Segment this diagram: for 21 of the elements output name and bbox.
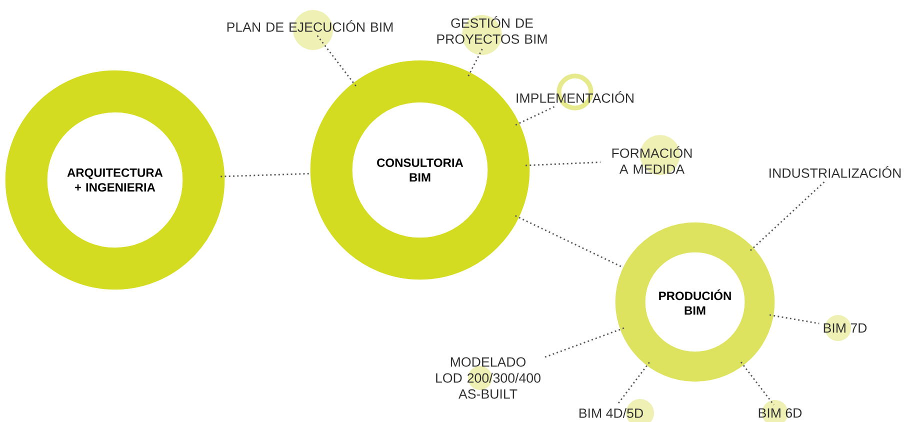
service-label: FORMACIÓN A MEDIDA	[612, 135, 692, 175]
dotted-connector	[468, 46, 484, 76]
dotted-connector	[740, 362, 774, 406]
service-label: BIM 4D/5D	[580, 399, 654, 422]
dotted-connector	[514, 215, 622, 268]
service-label: PLAN DE EJECUCIÓN BIM	[227, 10, 393, 50]
dotted-connector	[316, 34, 356, 86]
dotted-connector	[769, 314, 820, 324]
service-label: GESTIÓN DE PROYECTOS BIM	[437, 15, 547, 55]
dotted-connector	[526, 162, 600, 166]
service-label: MODELADO LOD 200/300/400 AS-BUILT	[436, 357, 540, 399]
dotted-connector	[750, 180, 826, 252]
dotted-connector	[544, 327, 624, 358]
dotted-connector	[220, 172, 310, 178]
service-label: BIM 7D	[824, 314, 867, 342]
dotted-connector	[515, 105, 557, 126]
dotted-connector	[616, 362, 650, 406]
service-label: BIM 6D	[758, 400, 802, 422]
ring-node: ARQUITECTURA + INGENIERIA	[5, 70, 225, 290]
service-label: INDUSTRIALIZACIÓN	[770, 166, 901, 178]
ring-node: PRODUCIÓN BIM	[615, 222, 775, 382]
